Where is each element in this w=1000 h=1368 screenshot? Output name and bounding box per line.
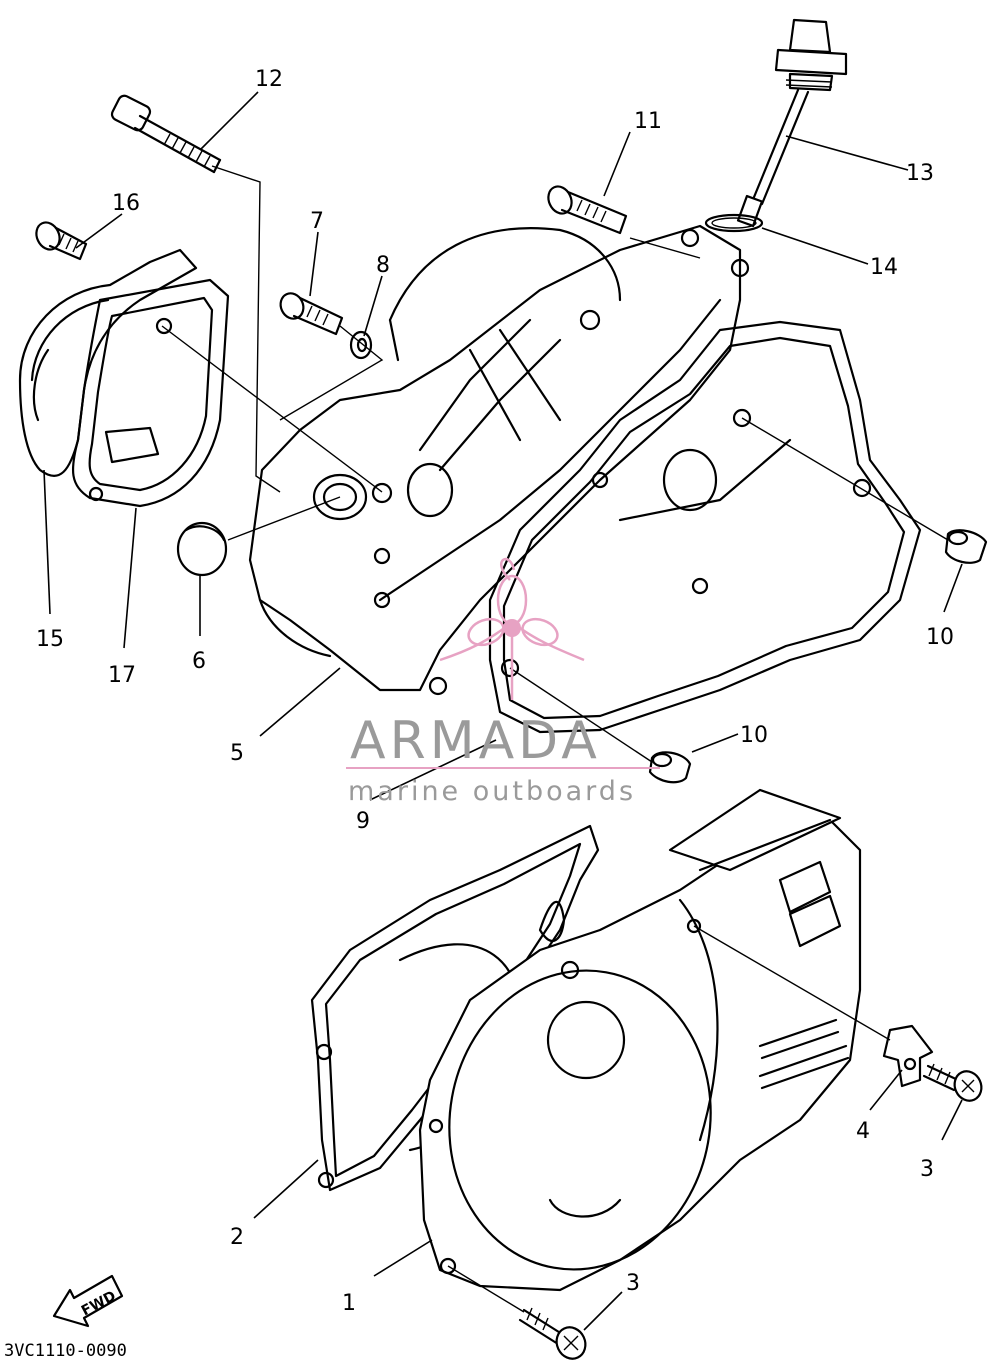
part-11-bolt xyxy=(547,185,628,235)
leader-lines xyxy=(43,91,963,1331)
callout-5: 5 xyxy=(230,741,244,766)
callout-6: 6 xyxy=(192,649,206,674)
callout-16: 16 xyxy=(112,191,140,216)
callout-1: 1 xyxy=(342,1291,356,1316)
callout-7: 7 xyxy=(310,209,324,234)
callout-9: 9 xyxy=(356,809,370,834)
assembly-lines-upper xyxy=(161,165,949,763)
part-14-o-ring xyxy=(704,213,764,233)
part-7-bolt xyxy=(279,292,344,336)
part-10-dowel-pin-lower xyxy=(648,751,692,784)
callout-14: 14 xyxy=(870,255,898,280)
callout-4: 4 xyxy=(856,1119,870,1144)
fwd-direction-arrow: FWD xyxy=(52,1274,124,1328)
callout-15: 15 xyxy=(36,627,64,652)
part-12-long-bolt xyxy=(110,94,222,174)
callout-3-lower: 3 xyxy=(626,1271,640,1296)
part-13-dipstick xyxy=(736,18,848,228)
drawing-code: 3VC1110-0090 xyxy=(4,1341,127,1361)
part-15-cover xyxy=(18,248,198,477)
assembly-lines-lower xyxy=(447,925,891,1313)
part-3-screw-right xyxy=(922,1063,983,1102)
callout-10-lower: 10 xyxy=(740,723,768,748)
part-10-dowel-pin-right xyxy=(944,529,988,564)
callout-8: 8 xyxy=(376,253,390,278)
callout-12: 12 xyxy=(255,67,283,92)
watermark-brand: ARMADA xyxy=(350,711,601,771)
part-5-crankcase-cover xyxy=(248,224,750,696)
watermark-tagline: marine outboards xyxy=(348,776,636,807)
callout-2: 2 xyxy=(230,1225,244,1250)
callout-10-right: 10 xyxy=(926,625,954,650)
armada-logo-mark xyxy=(439,558,585,700)
callout-3-right: 3 xyxy=(920,1157,934,1182)
part-1-cover xyxy=(418,788,862,1292)
callout-labels: 12 16 7 8 11 13 14 10 10 15 17 6 5 9 2 1… xyxy=(36,67,954,1316)
part-3-screw-lower xyxy=(518,1307,587,1360)
part-17-gasket xyxy=(72,278,230,508)
armada-watermark: ARMADA marine outboards xyxy=(346,558,660,807)
part-4-clip xyxy=(882,1024,934,1088)
part-6-plug xyxy=(176,521,228,577)
callout-17: 17 xyxy=(108,663,136,688)
callout-11: 11 xyxy=(634,109,662,134)
part-9-gasket xyxy=(488,320,922,734)
callout-13: 13 xyxy=(906,161,934,186)
part-16-small-bolt xyxy=(35,221,88,261)
part-8-washer xyxy=(349,330,373,360)
